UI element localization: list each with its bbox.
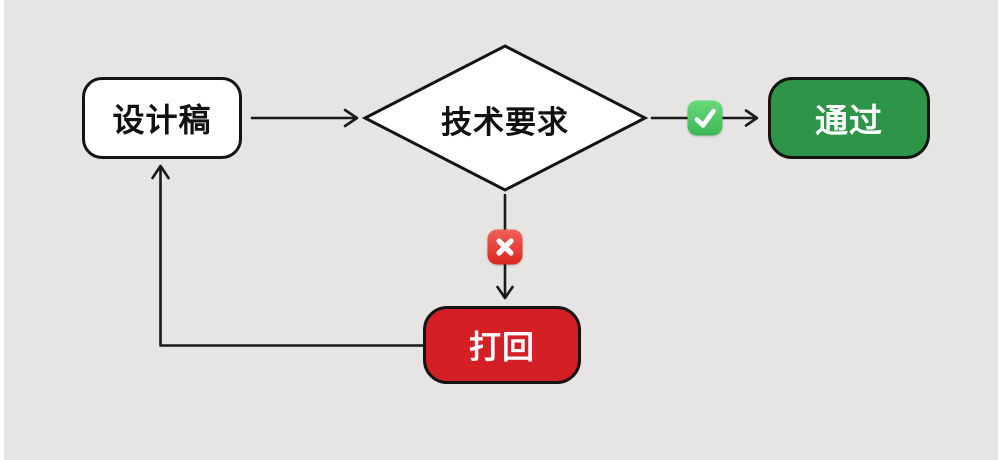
page-margin-left [0, 0, 4, 460]
arrowhead-decision-to-pass [744, 109, 759, 127]
node-pass-label: 通过 [815, 102, 883, 139]
page-margin-right [998, 0, 1000, 460]
check-mark-icon [687, 100, 723, 136]
connector-reject-to-design [159, 166, 425, 347]
arrowhead-decision-to-reject [496, 285, 514, 300]
node-pass[interactable]: 通过 [768, 77, 930, 159]
cross-mark-icon [487, 229, 523, 265]
arrowhead-design-to-decision [343, 108, 359, 128]
arrowhead-reject-to-design [151, 164, 170, 180]
node-decision[interactable]: 技术要求 [385, 99, 625, 140]
node-design-draft-label: 设计稿 [112, 102, 212, 138]
node-design-draft[interactable]: 设计稿 [82, 77, 242, 159]
decision-node-shape[interactable] [361, 44, 649, 192]
node-reject[interactable]: 打回 [423, 306, 581, 384]
node-decision-label: 技术要求 [441, 104, 569, 140]
node-reject-label: 打回 [468, 329, 535, 365]
